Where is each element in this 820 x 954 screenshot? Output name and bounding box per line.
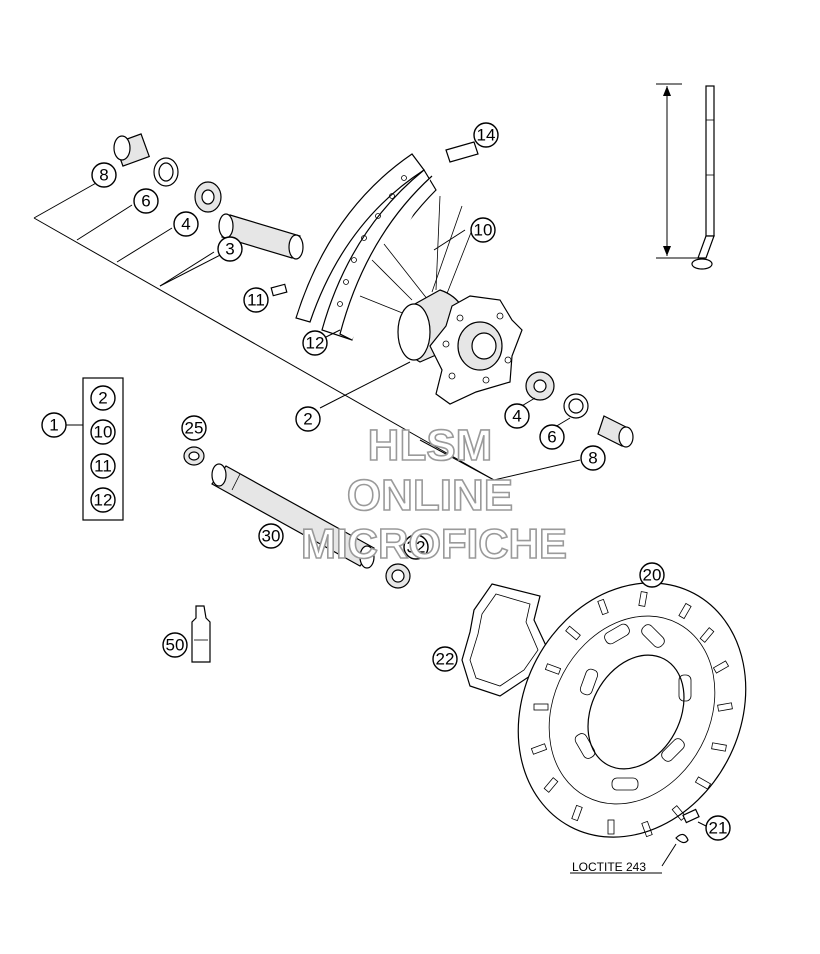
spoke-nipple-11 — [270, 283, 288, 297]
svg-text:22: 22 — [436, 650, 455, 669]
watermark-line-2: ONLINE — [347, 471, 513, 520]
svg-text:21: 21 — [709, 819, 728, 838]
callout-11: 11 — [243, 287, 269, 313]
callout-set-12: 12 — [90, 487, 116, 513]
svg-text:11: 11 — [247, 291, 265, 310]
callout-8-right: 8 — [580, 445, 606, 471]
callout-12: 12 — [302, 330, 328, 356]
svg-text:14: 14 — [477, 126, 496, 145]
svg-text:8: 8 — [99, 166, 108, 185]
shaft-seal-6-left — [153, 157, 179, 187]
svg-text:2: 2 — [303, 410, 312, 429]
callout-4-right: 4 — [504, 403, 530, 429]
svg-text:3: 3 — [225, 240, 234, 259]
callout-22: 22 — [432, 646, 458, 672]
brake-disc-20 — [517, 582, 747, 838]
disc-inner-windows — [574, 623, 692, 791]
callout-32: 32 — [403, 534, 429, 560]
wheel-axle-30 — [211, 463, 375, 569]
svg-text:4: 4 — [181, 215, 190, 234]
bearing-4-right — [525, 371, 555, 401]
shaft-seal-6-right — [563, 393, 589, 419]
spacer-bushing-8-right — [597, 415, 634, 448]
callout-2: 2 — [295, 406, 321, 432]
svg-text:11: 11 — [94, 457, 112, 476]
rim-12 — [295, 153, 437, 341]
svg-text:50: 50 — [166, 636, 185, 655]
watermark-line-3: MICROFICHE — [301, 520, 567, 567]
callout-6-left: 6 — [133, 188, 159, 214]
callout-set-2: 2 — [90, 385, 116, 411]
svg-text:2: 2 — [98, 389, 107, 408]
svg-text:20: 20 — [643, 566, 662, 585]
callout-6-right: 6 — [539, 424, 565, 450]
hub-2 — [397, 289, 523, 405]
callout-3: 3 — [217, 236, 243, 262]
rim-tape-14 — [445, 141, 479, 163]
svg-text:25: 25 — [185, 419, 204, 438]
svg-text:10: 10 — [94, 423, 113, 442]
svg-text:10: 10 — [474, 221, 493, 240]
callout-set-11: 11 — [90, 453, 116, 479]
svg-text:30: 30 — [262, 527, 281, 546]
svg-text:6: 6 — [141, 192, 150, 211]
svg-text:12: 12 — [306, 334, 325, 353]
callout-30: 30 — [258, 523, 284, 549]
callout-50: 50 — [162, 632, 188, 658]
spoke-length-gauge — [656, 83, 700, 259]
callout-20: 20 — [639, 562, 665, 588]
watermark-line-1: HLSM — [368, 421, 493, 470]
svg-text:6: 6 — [547, 428, 556, 447]
callout-4-left: 4 — [173, 211, 199, 237]
loctite-note: LOCTITE 243 — [572, 860, 646, 874]
svg-text:12: 12 — [94, 491, 113, 510]
svg-text:8: 8 — [588, 449, 597, 468]
loctite-bottle-50 — [191, 605, 211, 663]
callout-25: 25 — [181, 415, 207, 441]
disc-screw-21 — [675, 808, 707, 844]
callout-1: 1 — [41, 412, 67, 438]
disc-vent-slots — [530, 591, 733, 838]
gasket-22 — [461, 583, 549, 697]
callout-10: 10 — [470, 217, 496, 243]
svg-text:32: 32 — [407, 538, 426, 557]
spacer-32 — [385, 563, 411, 589]
callout-8-left: 8 — [91, 162, 117, 188]
callout-21: 21 — [705, 815, 731, 841]
svg-text:1: 1 — [49, 416, 58, 435]
bearing-4-left — [194, 181, 222, 213]
spacer-bushing-8-left — [113, 133, 151, 167]
callout-14: 14 — [473, 122, 499, 148]
watermark: HLSM ONLINE MICROFICHE — [300, 420, 568, 568]
callout-set-10: 10 — [90, 419, 116, 445]
spacer-25 — [183, 446, 205, 466]
spoke — [691, 85, 715, 270]
svg-text:4: 4 — [512, 407, 521, 426]
